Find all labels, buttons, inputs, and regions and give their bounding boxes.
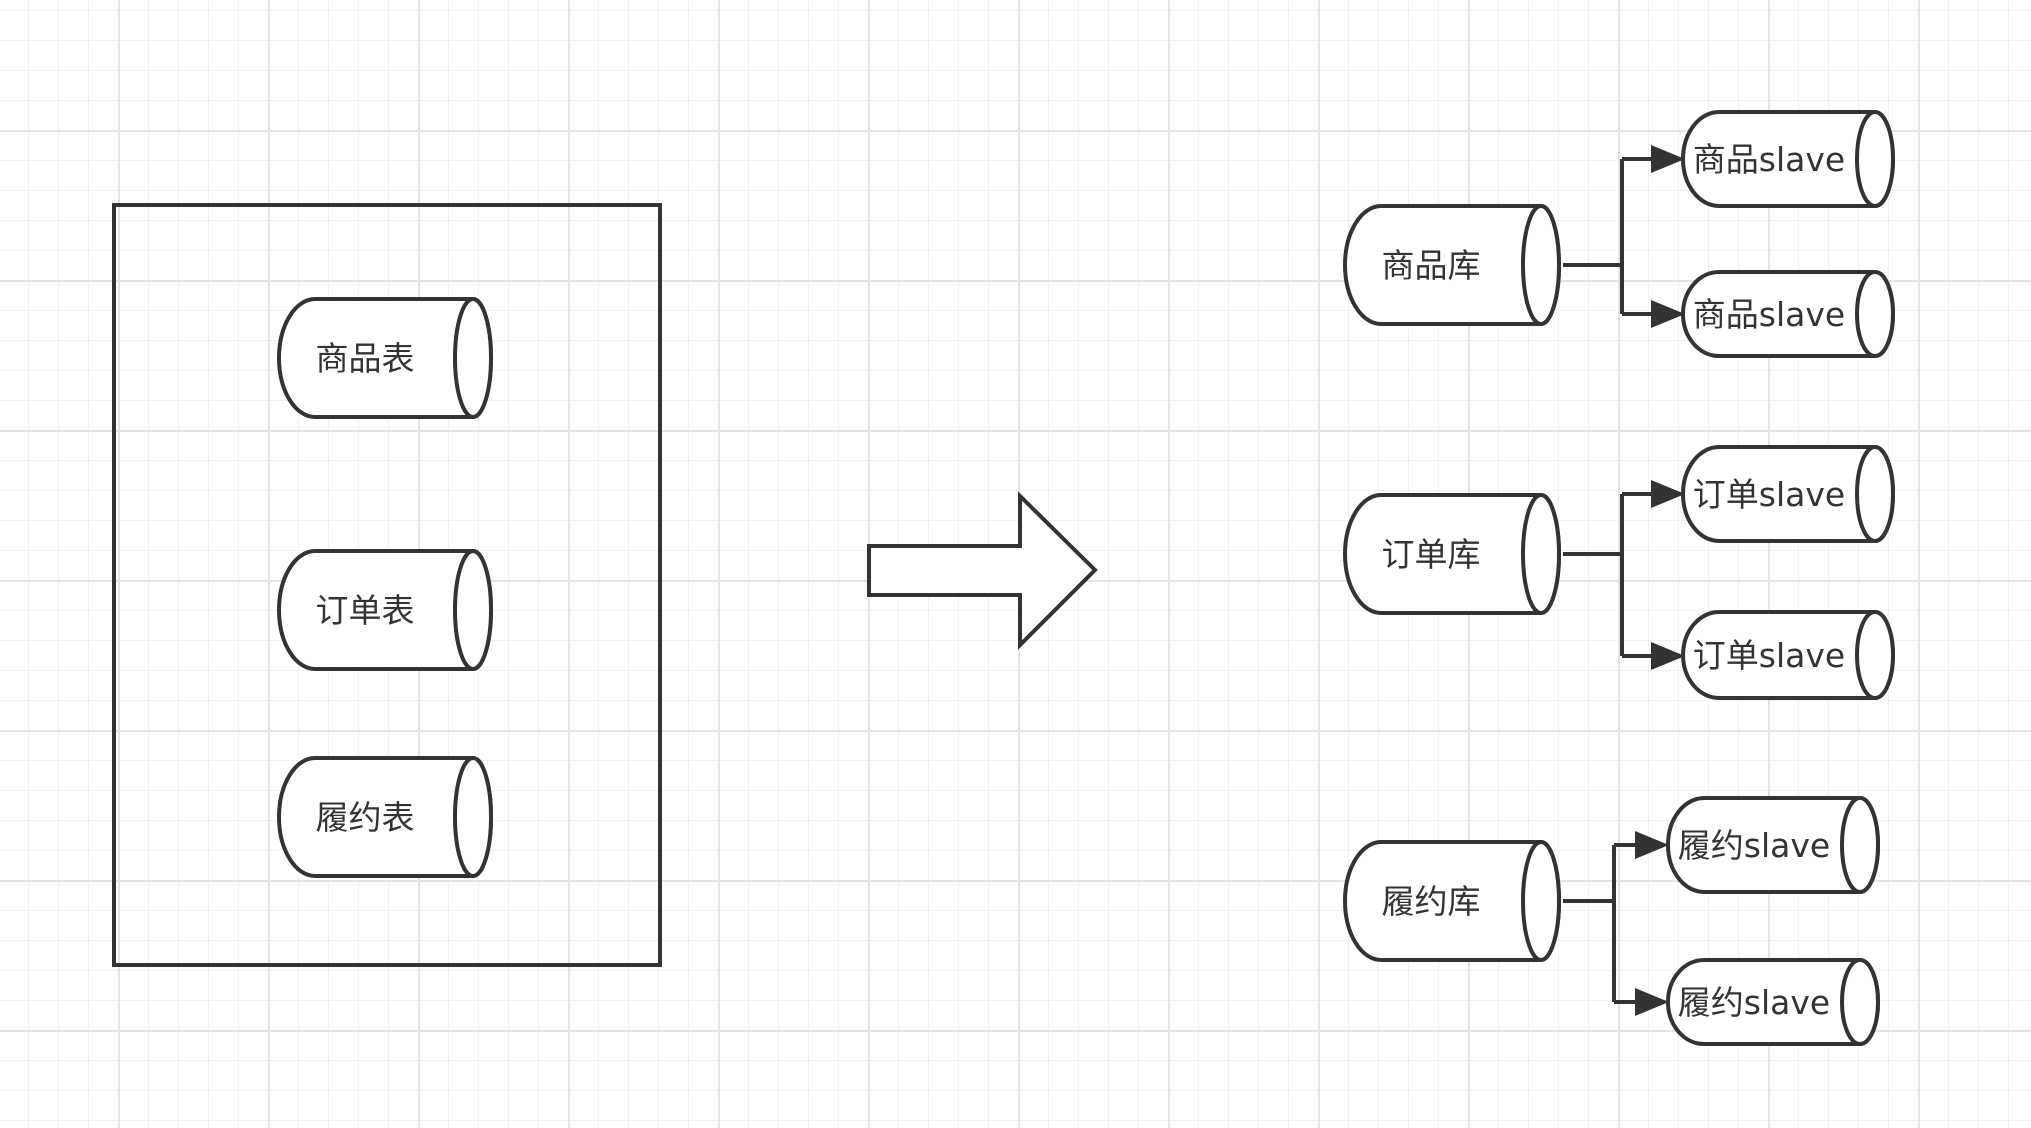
db-label: 订单库	[1382, 535, 1481, 574]
slave-label: 商品slave	[1693, 140, 1845, 179]
slave-label: 履约slave	[1678, 983, 1830, 1022]
table-label: 商品表	[316, 339, 415, 378]
split-arrow-icon	[867, 491, 1098, 650]
slave-cylinder-fulfillment-1: 履约slave	[1666, 796, 1880, 894]
connector-orders	[1563, 492, 1680, 658]
slave-cylinder-orders-2: 订单slave	[1681, 610, 1895, 700]
table-label: 履约表	[316, 798, 415, 837]
monolith-database-box	[112, 203, 662, 967]
arrowhead-icon	[1651, 145, 1685, 173]
connector-fulfillment	[1563, 843, 1664, 1004]
db-label: 履约库	[1382, 882, 1481, 921]
db-cylinder-orders: 订单库	[1343, 493, 1561, 615]
slave-label: 订单slave	[1693, 475, 1845, 514]
db-cylinder-fulfillment: 履约库	[1343, 840, 1561, 962]
table-cylinder-orders: 订单表	[277, 549, 493, 671]
arrowhead-icon	[1651, 300, 1685, 328]
table-cylinder-goods: 商品表	[277, 297, 493, 419]
arrowhead-icon	[1635, 988, 1669, 1016]
db-label: 商品库	[1382, 246, 1481, 285]
slave-cylinder-goods-2: 商品slave	[1681, 270, 1895, 358]
slave-cylinder-orders-1: 订单slave	[1681, 445, 1895, 543]
slave-cylinder-goods-1: 商品slave	[1681, 110, 1895, 208]
db-cylinder-goods: 商品库	[1343, 204, 1561, 326]
slave-cylinder-fulfillment-2: 履约slave	[1666, 958, 1880, 1046]
table-cylinder-fulfillment: 履约表	[277, 756, 493, 878]
slave-label: 商品slave	[1693, 295, 1845, 334]
arrowhead-icon	[1651, 642, 1685, 670]
slave-label: 订单slave	[1693, 636, 1845, 675]
arrowhead-icon	[1635, 831, 1669, 859]
table-label: 订单表	[316, 591, 415, 630]
connector-goods	[1563, 157, 1680, 316]
arrowhead-icon	[1651, 480, 1685, 508]
slave-label: 履约slave	[1678, 826, 1830, 865]
